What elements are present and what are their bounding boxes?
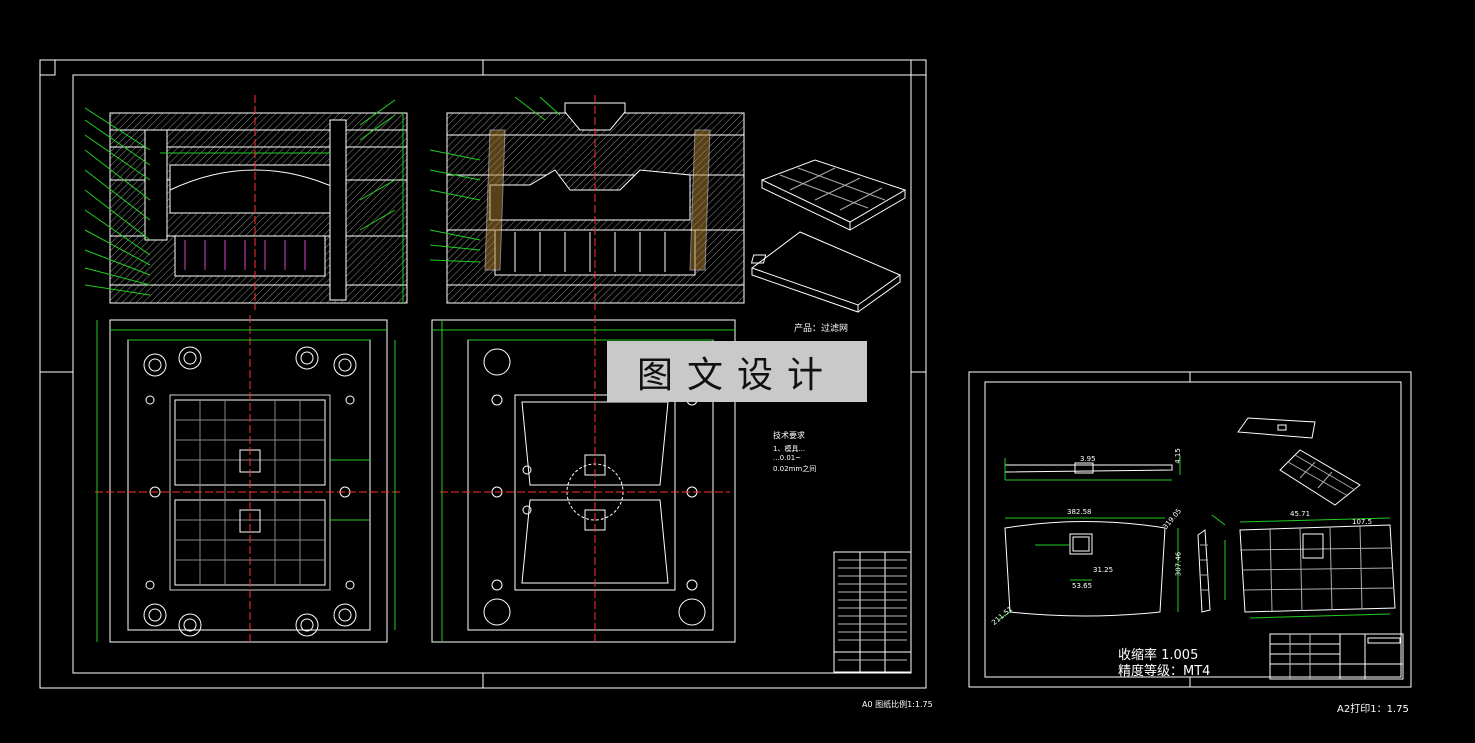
dimension-label: 31.25 (1093, 566, 1114, 574)
precision-note: 精度等级：MT4 (1118, 664, 1211, 679)
dimension-label: 45.71 (1290, 510, 1311, 518)
isometric-part-a2-bottom (1279, 449, 1361, 506)
dimension-label: 107.5 (1352, 518, 1373, 526)
shrinkage-note: 收缩率 1.005 (1118, 648, 1199, 663)
tech-requirement-line: 0.02mm之间 (773, 465, 817, 473)
plan-view-left (95, 315, 400, 645)
a2-front-view (997, 517, 1179, 621)
title-block-a0 (833, 551, 912, 673)
a2-outer-border (968, 371, 1412, 688)
a2-inner-border (984, 381, 1402, 678)
dimension-label: 382.58 (1067, 508, 1092, 516)
a2-grid-view (1239, 517, 1396, 619)
a2-side-profile (1004, 455, 1181, 481)
dimension-label: 307.46 (1174, 551, 1183, 577)
section-view-left (84, 95, 408, 310)
isometric-part-a0-bottom (750, 231, 902, 313)
isometric-part-a2-top (1237, 417, 1316, 439)
a0-inner-border (72, 74, 912, 674)
watermark-banner: 图文设计 (607, 341, 867, 402)
sheet-a2 (968, 371, 1412, 688)
a2-side-view (1197, 514, 1226, 613)
sheet-a0 (39, 59, 927, 689)
tech-requirement-line: 1、模具... (773, 445, 806, 453)
product-label: 产品：过滤网 (794, 324, 849, 334)
tech-requirements-title: 技术要求 (773, 431, 805, 440)
dimension-label: 3.95 (1080, 455, 1096, 463)
section-view-right (429, 95, 745, 310)
dimension-label: 53.65 (1072, 582, 1093, 590)
title-block-a2 (1269, 633, 1404, 680)
a0-scale-note: A0 图纸比例1:1.75 (862, 700, 933, 709)
isometric-part-a0-top (760, 159, 907, 231)
tech-requirement-line: ...0.01~ (773, 454, 802, 462)
a2-scale-note: A2打印1：1.75 (1337, 704, 1409, 715)
plan-view-right (431, 315, 736, 645)
dimension-label: 4.15 (1173, 448, 1182, 464)
